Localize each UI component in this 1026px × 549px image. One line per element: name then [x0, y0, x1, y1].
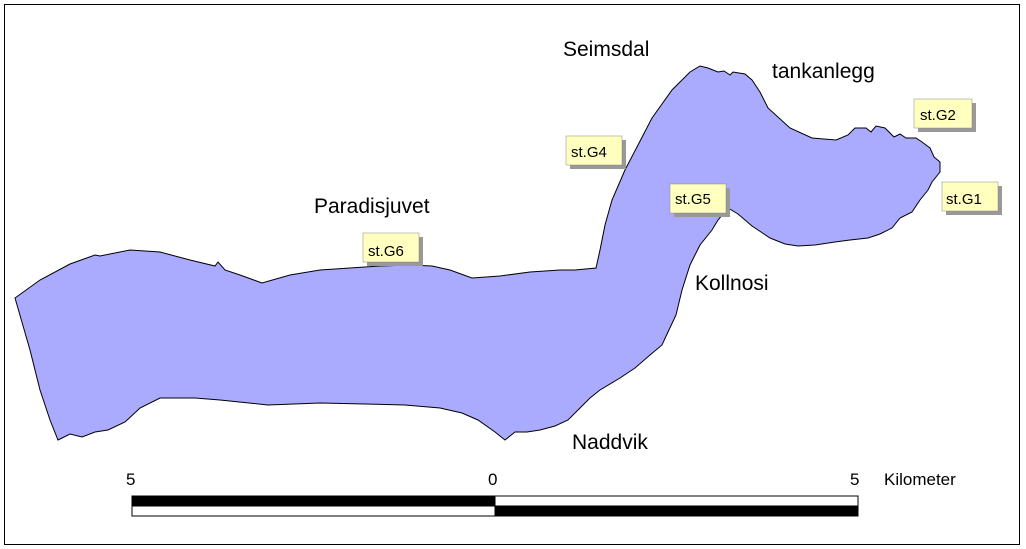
station-label-g5: st.G5 — [669, 183, 730, 217]
scale-unit-label: Kilometer — [884, 470, 956, 489]
place-label-tankanlegg: tankanlegg — [772, 60, 875, 83]
place-label-seimsdal: Seimsdal — [563, 38, 649, 61]
svg-text:st.G1: st.G1 — [946, 191, 982, 208]
station-label-g6: st.G6 — [362, 232, 423, 266]
svg-text:st.G6: st.G6 — [368, 243, 404, 260]
fjord-water-polygon — [14, 65, 941, 441]
station-label-g2: st.G2 — [913, 98, 976, 132]
station-label-g4: st.G4 — [565, 135, 626, 169]
scale-label-left: 5 — [126, 470, 135, 489]
svg-text:st.G5: st.G5 — [675, 191, 711, 208]
station-label-g1: st.G1 — [941, 181, 1002, 215]
scale-label-mid: 0 — [488, 470, 497, 489]
scale-label-right: 5 — [850, 470, 859, 489]
place-label-paradisjuvet: Paradisjuvet — [314, 195, 430, 218]
svg-text:st.G4: st.G4 — [571, 144, 607, 161]
svg-text:st.G2: st.G2 — [920, 107, 956, 124]
place-label-kollnosi: Kollnosi — [695, 272, 769, 295]
place-label-naddvik: Naddvik — [572, 431, 648, 454]
scale-bar: 5 0 5 Kilometer — [126, 470, 956, 517]
